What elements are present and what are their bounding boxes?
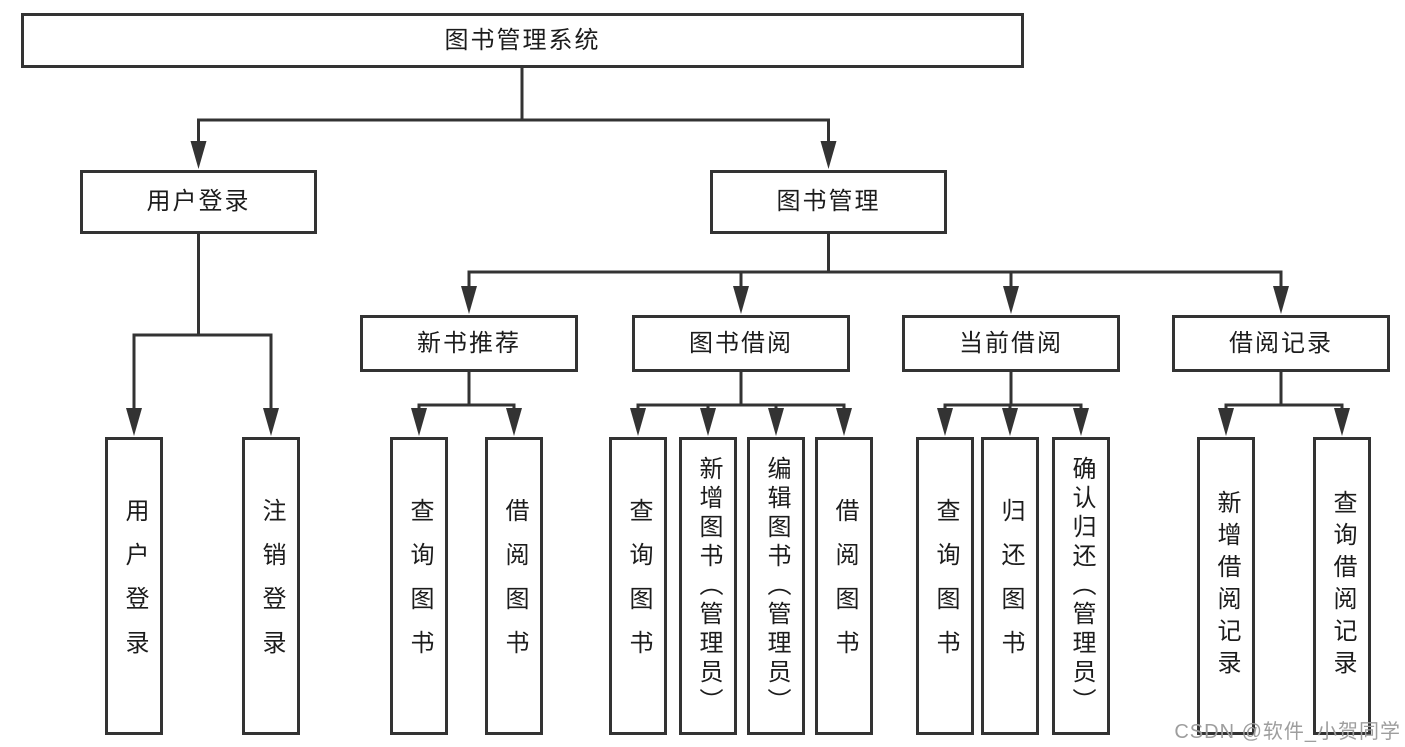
node-bb-query-books-label: 查询图书 <box>625 498 652 674</box>
node-logout-label: 注销登录 <box>258 498 285 674</box>
node-bb-edit-books-admin: 编辑图书（管理员） <box>747 437 805 735</box>
node-nb-query-books: 查询图书 <box>390 437 448 735</box>
node-root: 图书管理系统 <box>21 13 1024 68</box>
watermark: CSDN @软件_小贺同学 <box>1174 721 1401 743</box>
node-cb-confirm-return-admin-label: 确认归还（管理员） <box>1068 455 1095 717</box>
node-bb-add-books-admin-label: 新增图书（管理员） <box>695 455 722 717</box>
node-cb-query-books: 查询图书 <box>916 437 974 735</box>
node-book-borrow-label: 图书借阅 <box>689 329 793 357</box>
node-borrow-records-label: 借阅记录 <box>1229 329 1333 357</box>
node-bb-add-books-admin: 新增图书（管理员） <box>679 437 737 735</box>
node-new-book-recommend: 新书推荐 <box>360 315 578 372</box>
node-br-query-record-label: 查询借阅记录 <box>1329 490 1356 682</box>
node-nb-query-books-label: 查询图书 <box>406 498 433 674</box>
node-user-login-action-label: 用户登录 <box>121 498 148 674</box>
node-cb-confirm-return-admin: 确认归还（管理员） <box>1052 437 1110 735</box>
node-borrow-records: 借阅记录 <box>1172 315 1390 372</box>
node-user-login-action: 用户登录 <box>105 437 163 735</box>
node-nb-borrow-books: 借阅图书 <box>485 437 543 735</box>
node-bb-borrow-books: 借阅图书 <box>815 437 873 735</box>
node-bb-borrow-books-label: 借阅图书 <box>831 498 858 674</box>
node-bb-query-books: 查询图书 <box>609 437 667 735</box>
node-cb-return-books-label: 归还图书 <box>997 498 1024 674</box>
node-book-management: 图书管理 <box>710 170 947 234</box>
node-nb-borrow-books-label: 借阅图书 <box>501 498 528 674</box>
node-cb-query-books-label: 查询图书 <box>932 498 959 674</box>
node-book-management-label: 图书管理 <box>776 188 881 215</box>
node-current-borrow-label: 当前借阅 <box>959 329 1063 357</box>
node-logout: 注销登录 <box>242 437 300 735</box>
node-root-label: 图书管理系统 <box>444 26 601 54</box>
node-br-add-record-label: 新增借阅记录 <box>1213 490 1240 682</box>
node-book-borrow: 图书借阅 <box>632 315 850 372</box>
node-new-book-recommend-label: 新书推荐 <box>417 329 521 357</box>
node-cb-return-books: 归还图书 <box>981 437 1039 735</box>
node-user-login: 用户登录 <box>80 170 317 234</box>
node-bb-edit-books-admin-label: 编辑图书（管理员） <box>763 455 790 717</box>
node-user-login-label: 用户登录 <box>146 188 251 215</box>
node-current-borrow: 当前借阅 <box>902 315 1120 372</box>
node-br-query-record: 查询借阅记录 <box>1313 437 1371 735</box>
node-br-add-record: 新增借阅记录 <box>1197 437 1255 735</box>
